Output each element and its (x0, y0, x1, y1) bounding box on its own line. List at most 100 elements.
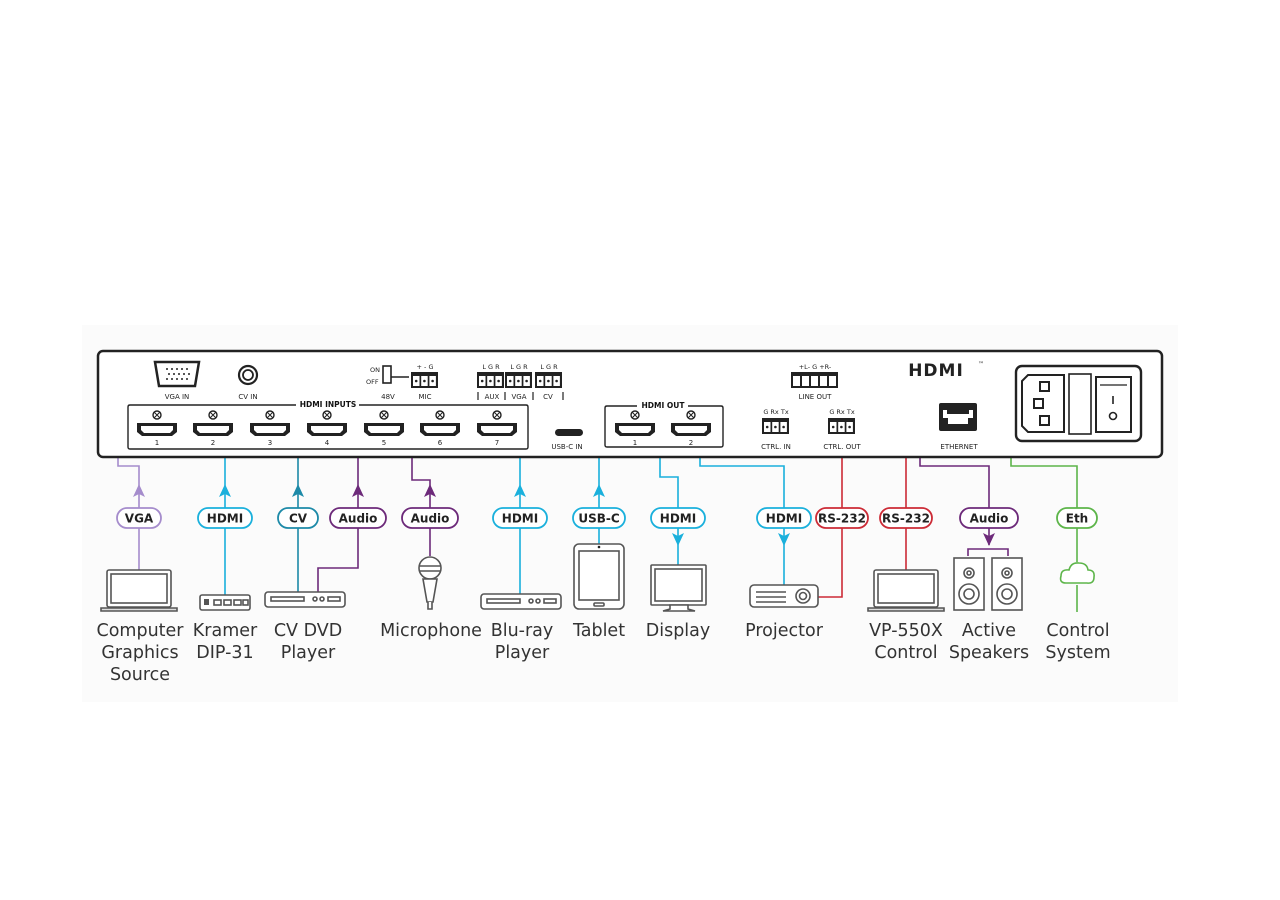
tablet-icon (573, 543, 625, 610)
phantom-label: 48V (381, 393, 395, 401)
switcher-box-icon (199, 594, 251, 611)
cv-audio-pins: L G R (540, 363, 558, 371)
device-label-line: Active (962, 621, 1016, 641)
ethernet-port[interactable] (939, 403, 977, 431)
aux-label: AUX (485, 393, 500, 401)
dvd-player-icon (264, 591, 346, 608)
aux-pins: L G R (482, 363, 500, 371)
speakers-icon (953, 557, 1023, 611)
hdmi-output-number: 1 (633, 439, 637, 447)
connection-label-text: Audio (339, 512, 378, 526)
connection-label-text: HDMI (766, 512, 802, 526)
device-label-line: Source (110, 665, 170, 685)
device-label-line: Control (1046, 621, 1109, 641)
cv-audio-terminal[interactable] (535, 372, 562, 388)
usbc-in-label: USB-C IN (551, 443, 582, 451)
device-label-line: Display (646, 621, 711, 641)
device-label-tablet: Tablet (572, 621, 625, 641)
device-label-line: VP-550X (869, 621, 943, 641)
arrow-cv (292, 484, 304, 497)
hdmi-input-number: 3 (268, 439, 272, 447)
aux-audio-terminal[interactable] (477, 372, 504, 388)
vga-audio-terminal[interactable] (505, 372, 532, 388)
connection-label-audio-dvd: Audio (329, 507, 387, 529)
connection-label-hdmi-display: HDMI (650, 507, 706, 529)
laptop-icon (100, 569, 178, 612)
cable-rs232-projector-b (818, 437, 843, 598)
arrow-hdmi-dip (219, 484, 231, 497)
cv-in-label: CV IN (238, 393, 257, 401)
arrow-hdmi-projector (778, 533, 790, 546)
hdmi-input-number: 1 (155, 439, 159, 447)
connection-label-text: Eth (1066, 512, 1088, 526)
power-switch[interactable] (1095, 376, 1132, 433)
device-label-line: Speakers (949, 643, 1029, 663)
cloud-icon (1059, 562, 1095, 584)
connection-label-hdmi-dip: HDMI (197, 507, 253, 529)
microphone-icon (418, 556, 442, 610)
device-label-line: System (1045, 643, 1110, 663)
hdmi-input-number: 4 (325, 439, 330, 447)
hdmi-input-number: 6 (438, 439, 443, 447)
device-label-line: Blu-ray (491, 621, 554, 641)
mic-terminal[interactable] (411, 372, 438, 388)
connection-label-text: VGA (125, 512, 154, 526)
device-label-line: CV DVD (274, 621, 342, 641)
usbc-in-port[interactable] (555, 429, 583, 436)
connection-label-text: USB-C (578, 512, 620, 526)
arrow-audio-dvd (352, 484, 364, 497)
mic-pins-label: + - G (417, 363, 434, 371)
device-label-line: Graphics (101, 643, 178, 663)
ctrl-out-terminal[interactable] (828, 418, 855, 434)
arrow-audio-speakers (983, 533, 995, 546)
cv-audio-label: CV (543, 393, 553, 401)
connection-label-hdmi-bluray: HDMI (492, 507, 548, 529)
device-label-line: Kramer (193, 621, 258, 641)
hdmi-input-number: 5 (382, 439, 386, 447)
connection-label-text: Audio (970, 512, 1009, 526)
connection-label-audio-speakers: Audio (959, 507, 1019, 529)
line-out-pins: +L- G +R- (799, 363, 832, 371)
hdmi-input-number: 2 (211, 439, 215, 447)
device-label-line: Computer (97, 621, 185, 641)
connection-label-text: HDMI (660, 512, 696, 526)
device-label-mic: Microphone (380, 621, 482, 641)
ctrl-in-terminal[interactable] (762, 418, 789, 434)
mic-label: MIC (419, 393, 432, 401)
connection-label-text: HDMI (207, 512, 243, 526)
power-module (1014, 364, 1143, 443)
ethernet-label: ETHERNET (940, 443, 978, 451)
connection-label-rs232-projector: RS-232 (815, 507, 869, 529)
hdmi-output-number: 2 (689, 439, 693, 447)
arrow-hdmi-bluray (514, 484, 526, 497)
hdmi-input-number: 7 (495, 439, 499, 447)
cv-in-port[interactable] (237, 364, 259, 386)
connection-label-vga: VGA (116, 507, 162, 529)
line-out-terminal[interactable] (791, 372, 838, 388)
projector-icon (749, 584, 819, 608)
connection-label-cv: CV (277, 507, 319, 529)
arrow-audio-mic (424, 484, 436, 497)
line-out-label: LINE OUT (799, 393, 832, 401)
arrow-usbc (593, 484, 605, 497)
connection-label-text: HDMI (502, 512, 538, 526)
phantom-off-label: OFF (366, 378, 379, 386)
arrow-hdmi-display (672, 533, 684, 546)
vga-in-port[interactable] (153, 360, 201, 388)
connection-label-text: RS-232 (882, 512, 930, 526)
display-icon (650, 564, 707, 612)
phantom-power-switch[interactable] (382, 365, 392, 384)
ctrl-out-label: CTRL. OUT (823, 443, 861, 451)
device-label-line: DIP-31 (196, 643, 253, 663)
device-label-line: Microphone (380, 621, 482, 641)
connection-label-text: CV (289, 512, 308, 526)
device-label-line: Player (495, 643, 550, 663)
connection-label-audio-mic: Audio (401, 507, 459, 529)
